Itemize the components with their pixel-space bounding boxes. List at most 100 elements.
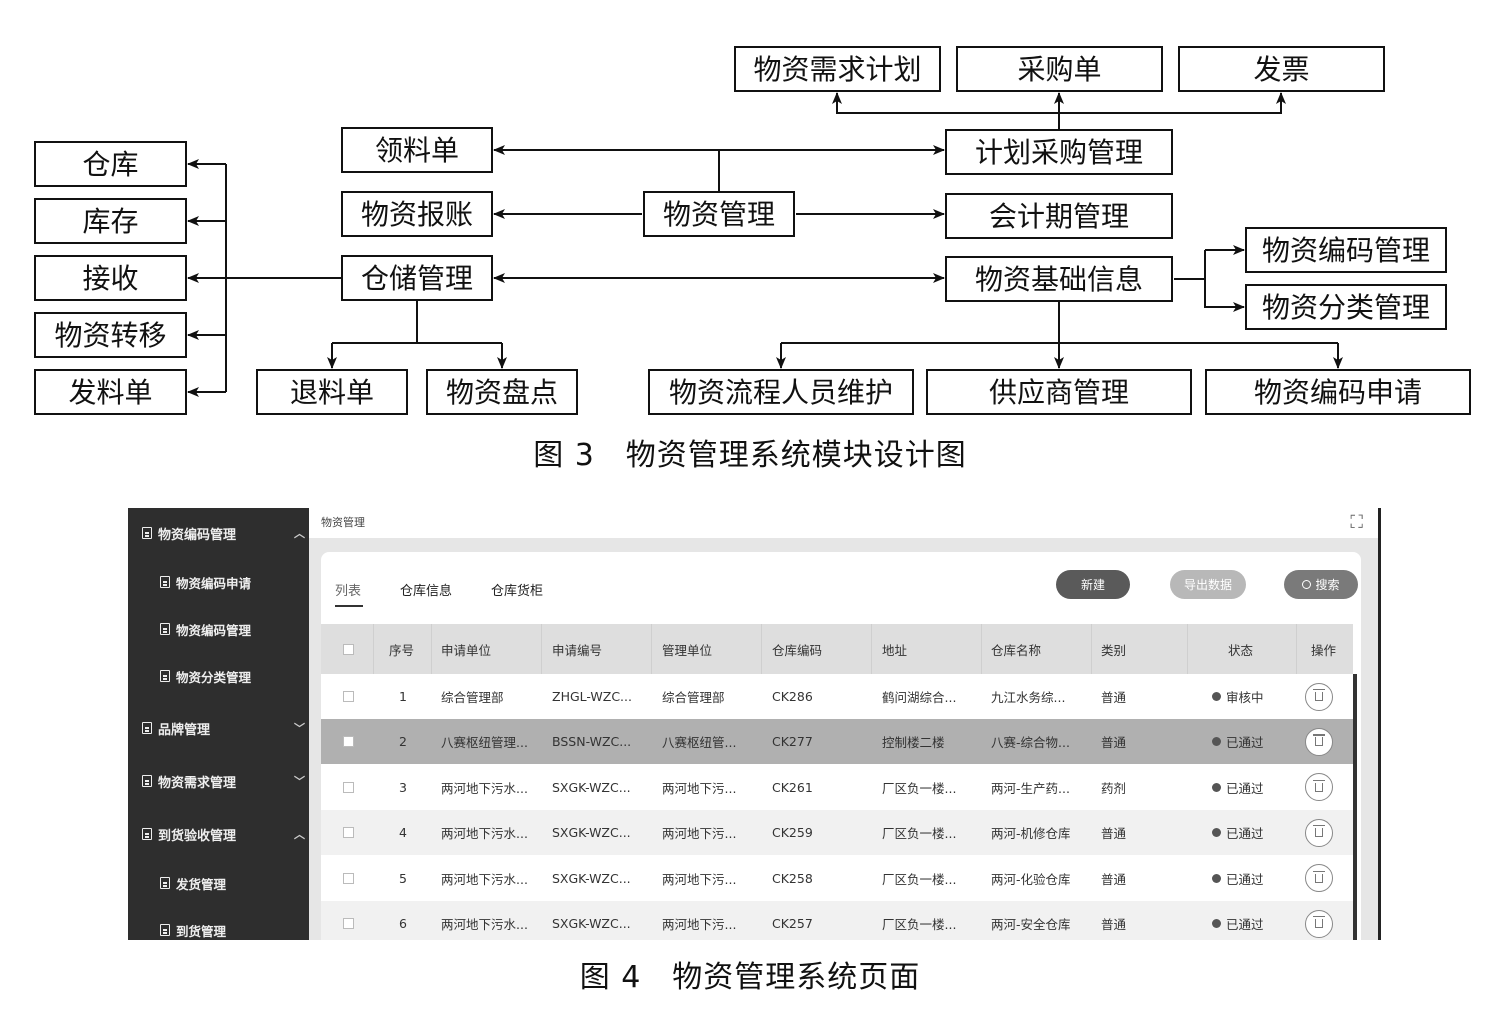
status-badge: 审核中 <box>1212 674 1264 719</box>
table-cell: 八赛枢纽管理... <box>441 735 528 751</box>
trash-can-glyph <box>1313 870 1325 883</box>
delete-icon[interactable] <box>1305 682 1333 711</box>
row-checkbox[interactable] <box>343 691 354 702</box>
delete-icon[interactable] <box>1305 909 1333 938</box>
column-header[interactable]: 状态 <box>1228 642 1254 658</box>
delete-icon[interactable] <box>1305 773 1333 802</box>
status-dot-icon <box>1212 919 1221 928</box>
status-badge: 已通过 <box>1212 765 1264 810</box>
edge-storage-down-bus <box>332 300 502 344</box>
chevron-up-icon[interactable]: ︿ <box>294 527 305 540</box>
sidebar-item[interactable]: 到货验收管理 ︿ <box>128 814 323 854</box>
sidebar-item[interactable]: 物资编码管理 <box>128 609 341 649</box>
new-button[interactable]: 新建 <box>1056 570 1130 599</box>
row-checkbox[interactable] <box>343 736 354 748</box>
status-dot-icon <box>1212 782 1221 792</box>
column-header[interactable]: 申请编号 <box>552 642 603 658</box>
sidebar-item[interactable]: 物资编码申请 <box>128 562 341 602</box>
chevron-down-icon[interactable]: ﹀ <box>294 722 305 735</box>
table-cell: 两河-机修仓库 <box>991 826 1071 842</box>
node-label: 发票 <box>1253 53 1309 86</box>
node-label: 计划采购管理 <box>975 136 1143 169</box>
row-select-cell <box>343 810 354 855</box>
trash-can-glyph <box>1313 916 1325 928</box>
row-checkbox[interactable] <box>343 827 354 839</box>
status-dot-icon <box>1212 828 1221 838</box>
column-divider <box>981 624 982 674</box>
node-stocktake: 物资盘点 <box>426 369 578 415</box>
select-all-checkbox[interactable] <box>343 643 354 655</box>
sidebar-item[interactable]: 物资分类管理 <box>128 656 341 696</box>
select-all-cell <box>343 624 354 674</box>
row-checkbox[interactable] <box>343 781 354 793</box>
column-header[interactable]: 仓库编码 <box>772 642 823 658</box>
sidebar-item[interactable]: 到货管理 <box>128 910 341 940</box>
search-icon <box>1302 580 1312 589</box>
column-header[interactable]: 序号 <box>389 642 415 658</box>
table-cell: 两河地下污水... <box>441 780 528 796</box>
sidebar-item-label: 物资需求管理 <box>158 775 237 791</box>
column-header[interactable]: 管理单位 <box>662 642 713 658</box>
sidebar-item-label: 到货验收管理 <box>158 828 237 844</box>
column-header[interactable]: 类别 <box>1101 642 1127 658</box>
table-cell: 鹤问湖综合... <box>882 690 957 705</box>
table-cell: 两河地下污水... <box>441 826 528 842</box>
chevron-up-icon[interactable]: ︿ <box>294 828 305 841</box>
tab-warehouse-info[interactable]: 仓库信息 <box>400 584 453 599</box>
node-label: 物资流程人员维护 <box>669 376 893 409</box>
tab-list[interactable]: 列表 <box>335 584 362 599</box>
tab-warehouse-cabinet[interactable]: 仓库货柜 <box>491 584 544 599</box>
status-label: 已通过 <box>1226 780 1264 796</box>
table-cell: BSSN-WZC... <box>552 734 632 750</box>
node-plan-purchase: 计划采购管理 <box>945 129 1173 175</box>
column-header[interactable]: 申请单位 <box>441 642 492 658</box>
table-cell: 两河地下污... <box>662 871 737 887</box>
table-cell: 厂区负一楼... <box>882 917 957 932</box>
table-cell: 九江水务综... <box>991 690 1066 705</box>
table-cell: 普通 <box>1101 871 1127 887</box>
node-reimburse: 物资报账 <box>341 191 493 237</box>
table-cell: SXGK-WZC... <box>552 779 631 795</box>
node-label: 物资盘点 <box>446 376 558 409</box>
active-tab-indicator <box>335 605 363 607</box>
table-cell: 控制楼二楼 <box>882 735 945 751</box>
status-label: 已通过 <box>1226 917 1264 932</box>
export-data-button[interactable]: 导出数据 <box>1170 570 1246 599</box>
column-divider <box>1091 624 1092 674</box>
node-supplier: 供应商管理 <box>926 369 1192 415</box>
table-cell: 4 <box>399 825 407 841</box>
column-header[interactable]: 仓库名称 <box>991 642 1042 658</box>
table-scrollbar[interactable] <box>1353 674 1357 940</box>
sidebar-item[interactable]: 品牌管理﹀ <box>128 708 323 748</box>
table-cell: 厂区负一楼... <box>882 871 957 887</box>
document-icon <box>142 527 152 539</box>
delete-icon[interactable] <box>1305 864 1333 893</box>
fullscreen-icon[interactable]: ⛶ <box>1350 512 1363 533</box>
search-button[interactable]: 搜索 <box>1284 570 1358 599</box>
node-accounting-period: 会计期管理 <box>945 193 1173 239</box>
table-cell: 5 <box>399 870 407 886</box>
delete-icon[interactable] <box>1305 818 1333 847</box>
table-cell: CK259 <box>772 825 813 841</box>
node-demand-plan: 物资需求计划 <box>734 46 941 92</box>
column-divider <box>431 624 432 674</box>
sidebar-item[interactable]: 物资编码管理︿ <box>128 513 323 553</box>
table-cell: 厂区负一楼... <box>882 826 957 842</box>
row-actions <box>1305 856 1333 901</box>
column-header[interactable]: 地址 <box>882 642 908 658</box>
row-select-cell <box>343 765 354 810</box>
table-cell: 两河-生产药... <box>991 780 1070 796</box>
delete-icon[interactable] <box>1305 727 1333 756</box>
row-checkbox[interactable] <box>343 872 354 884</box>
sidebar-item[interactable]: 发货管理 <box>128 863 341 903</box>
chevron-down-icon[interactable]: ﹀ <box>294 775 305 788</box>
row-checkbox[interactable] <box>343 918 354 929</box>
sidebar-item[interactable]: 物资需求管理 ﹀ <box>128 761 323 801</box>
column-header[interactable]: 操作 <box>1311 642 1337 658</box>
